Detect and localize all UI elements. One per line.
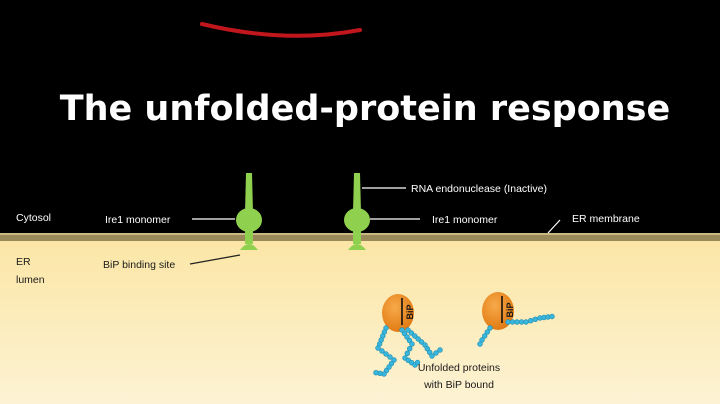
protein-bead <box>373 370 379 376</box>
unfolded-proteins-caption-line1: Unfolded proteins <box>418 362 500 374</box>
er-lumen-region <box>0 240 720 404</box>
ire1-right-label: Ire1 monomer <box>432 214 498 226</box>
bip-label-1: BiP <box>405 304 415 319</box>
protein-bead <box>379 348 385 354</box>
protein-bead <box>383 351 389 357</box>
protein-bead <box>405 327 411 333</box>
protein-bead <box>482 333 488 339</box>
er-lumen-label-line1: ER <box>16 256 31 268</box>
protein-bead <box>387 354 393 360</box>
protein-bead <box>518 319 525 325</box>
decorative-red-arc <box>200 22 362 38</box>
protein-bead <box>523 319 529 325</box>
protein-bead <box>437 347 443 353</box>
ire1-monomer-left <box>236 173 262 250</box>
protein-bead <box>527 318 534 324</box>
unfolded-protein-chains <box>373 313 555 377</box>
protein-bead <box>487 325 493 331</box>
bip-label-2: BiP <box>505 302 515 317</box>
page-title: The unfolded-protein response <box>60 89 671 129</box>
pointer-bip-binding-site <box>189 254 241 265</box>
rna-endonuclease-label: RNA endonuclease (Inactive) <box>411 183 547 195</box>
protein-bead <box>375 345 381 351</box>
protein-bead <box>407 346 413 352</box>
protein-bead <box>433 350 439 356</box>
protein-bead <box>509 319 516 325</box>
protein-bead <box>412 333 418 339</box>
bip-chaperone-1: BiP <box>382 294 415 332</box>
er-membrane-label: ER membrane <box>572 213 640 225</box>
protein-bead <box>505 319 511 325</box>
protein-bead <box>484 329 490 335</box>
bip-binding-site-label: BiP binding site <box>103 259 175 271</box>
unfolded-proteins-caption-line2: with BiP bound <box>423 379 494 391</box>
protein-bead <box>532 316 538 322</box>
ire1-monomer-right <box>344 173 370 250</box>
protein-bead <box>477 341 483 347</box>
pointer-er-membrane <box>547 219 561 234</box>
protein-bead <box>404 350 410 356</box>
er-lumen-label-line2: lumen <box>16 274 45 286</box>
protein-bead <box>429 353 435 359</box>
protein-bead <box>409 341 415 347</box>
protein-bead <box>408 330 415 336</box>
protein-bead <box>415 336 421 342</box>
protein-bead <box>514 319 520 325</box>
cytosol-label: Cytosol <box>16 212 51 224</box>
ire1-left-label: Ire1 monomer <box>105 214 171 226</box>
protein-bead <box>418 339 425 345</box>
protein-bead <box>549 313 555 320</box>
protein-bead <box>414 359 421 366</box>
